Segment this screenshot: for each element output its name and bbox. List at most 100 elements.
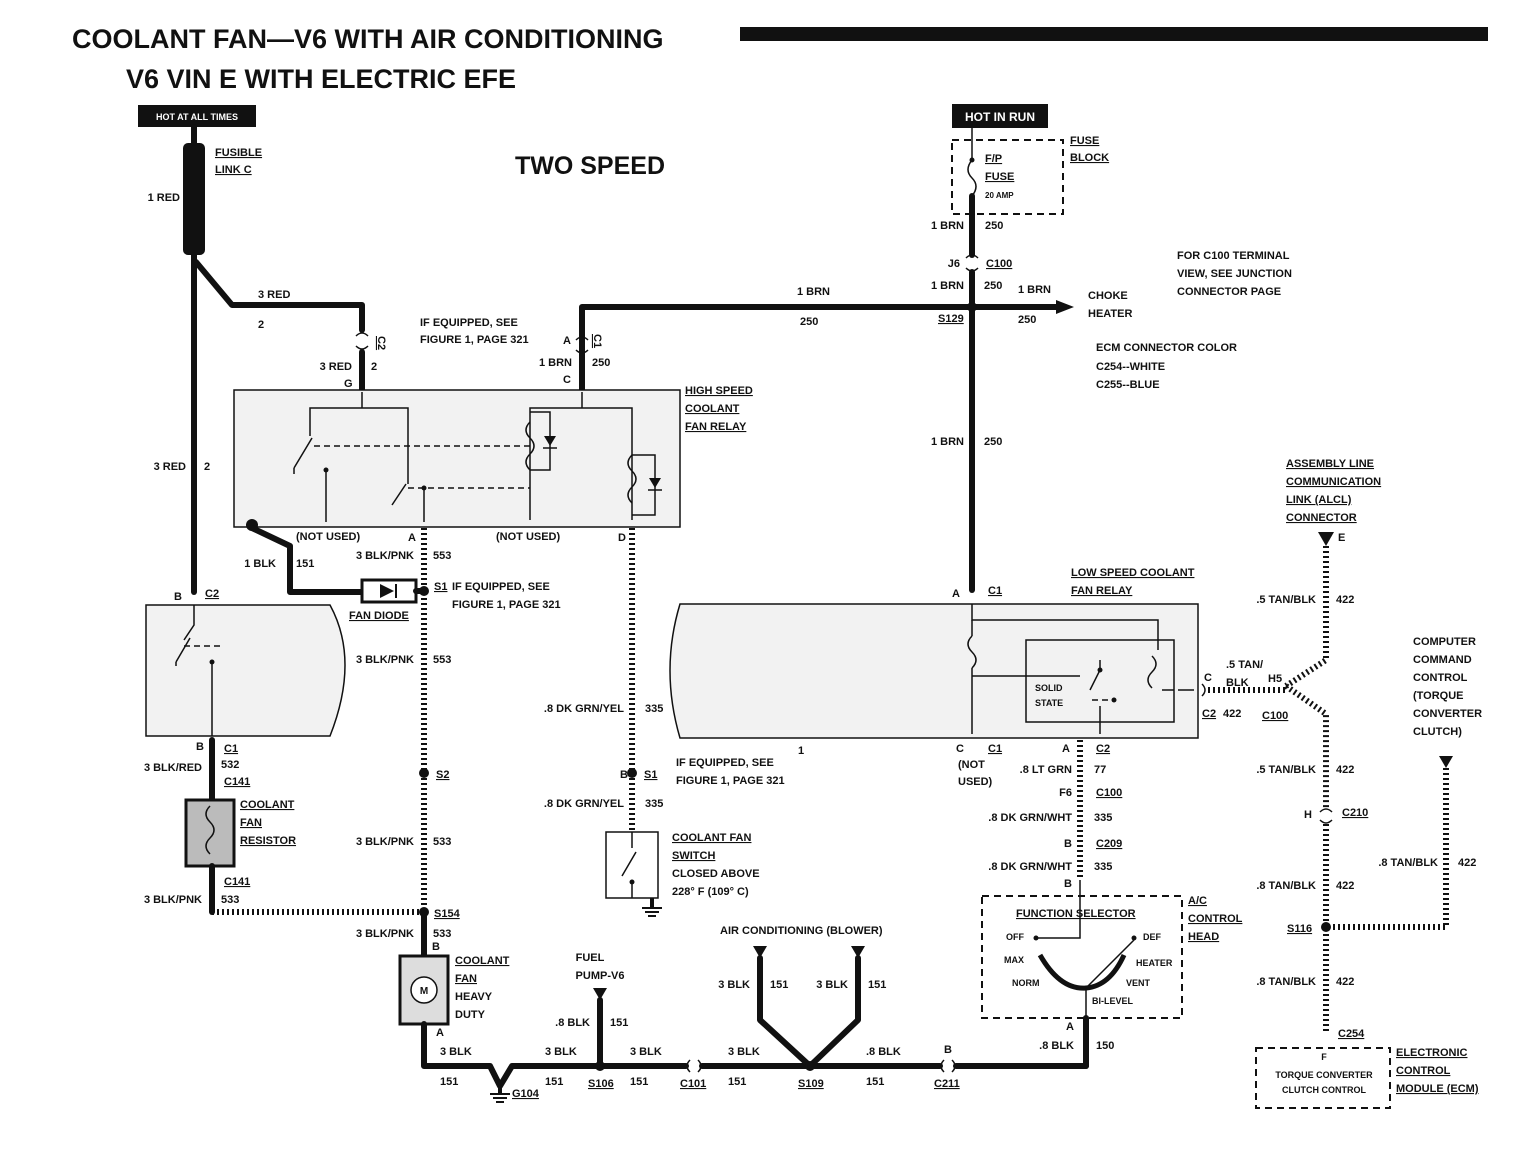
choke-heater-label-1: CHOKE: [1088, 290, 1128, 302]
pin-b-selector: B: [1064, 878, 1072, 890]
pin-a-low-c2: A: [1062, 743, 1070, 755]
alcl-label-1: ASSEMBLY LINE: [1286, 458, 1374, 470]
wire-label-553-a: 553: [433, 550, 451, 562]
splice-s1-low: [627, 768, 637, 778]
fuel-pump-label-1: FUEL: [576, 952, 605, 964]
wire-label-5tan-split-2: BLK: [1226, 677, 1249, 689]
wire-5tanblk-h: [1284, 683, 1329, 810]
connector-c1-low-bottom: C1: [988, 743, 1002, 755]
wire-label-422-e: 422: [1336, 976, 1354, 988]
blower-connector-a-icon: [753, 946, 767, 958]
wire-label-3red-g: 3 RED: [320, 361, 352, 373]
note-if-equipped-low-1: IF EQUIPPED, SEE: [676, 757, 774, 769]
splice-s1-low-label: S1: [644, 769, 657, 781]
connector-c100-right: C100: [1262, 710, 1288, 722]
wire-label-422-b: 422: [1336, 764, 1354, 776]
low-relay-left-section: [145, 604, 346, 737]
wire-label-3red-top: 3 RED: [258, 289, 290, 301]
pin-f6: F6: [1059, 787, 1072, 799]
selector-heater: HEATER: [1136, 958, 1173, 968]
ground-g104-label: G104: [512, 1088, 540, 1100]
wire-label-dkgrnwht-b: .8 DK GRN/WHT: [988, 861, 1072, 873]
fuse-block: [951, 139, 1064, 215]
fusible-link-label-1: FUSIBLE: [215, 147, 262, 159]
solid-state-label-1: SOLID: [1035, 683, 1063, 693]
switch-label-4: 228° F (109° C): [672, 886, 749, 898]
note-ecm-color-3: C255--BLUE: [1096, 379, 1160, 391]
motor-label-4: DUTY: [455, 1009, 486, 1021]
connector-c209: C209: [1096, 838, 1122, 850]
electronic-control-module: [1255, 1047, 1391, 1109]
motor-icon: [410, 976, 438, 1004]
connector-c211-label: C211: [934, 1078, 960, 1090]
pin-f-ecm: F: [1321, 1052, 1327, 1062]
pin-a-motor: A: [436, 1027, 444, 1039]
note-if-equipped-top-2: FIGURE 1, PAGE 321: [420, 334, 529, 346]
wire-label-335-d: 335: [1094, 861, 1112, 873]
wire-label-1brn-low: 1 BRN: [931, 436, 964, 448]
ecm-label-2: CONTROL: [1396, 1065, 1451, 1077]
wire-label-335-a: 335: [645, 703, 663, 715]
ccc-label-1: COMPUTER: [1413, 636, 1476, 648]
connector-c2-label: C2: [375, 336, 387, 350]
pin-j6: J6: [948, 258, 960, 270]
pin-d-high: D: [618, 532, 626, 544]
splice-s116-label: S116: [1287, 923, 1312, 935]
alcl-connector-icon: [1318, 532, 1334, 546]
selector-vent: VENT: [1126, 978, 1151, 988]
low-relay-internals: [967, 604, 1194, 734]
switch-contacts: [621, 832, 637, 898]
left-module-internals: [175, 605, 224, 736]
connector-c100-label-top: C100: [986, 258, 1012, 270]
ccc-connector-icon: [1439, 756, 1453, 768]
selector-def: DEF: [1143, 932, 1162, 942]
note-if-equipped-top-1: IF EQUIPPED, SEE: [420, 317, 518, 329]
resistor-label-1: COOLANT: [240, 799, 295, 811]
wire-label-151-b: 151: [545, 1076, 563, 1088]
pin-a-selector: A: [1066, 1021, 1074, 1033]
ccc-label-3: CONTROL: [1413, 672, 1468, 684]
ccc-label-4: (TORQUE: [1413, 690, 1464, 702]
wire-label-151-d: 151: [728, 1076, 746, 1088]
pin-c-right: C: [1204, 672, 1212, 684]
fuse-block-label-2: BLOCK: [1070, 152, 1109, 164]
air-conditioning-label: AIR CONDITIONING (BLOWER): [720, 925, 883, 937]
wire-1blk-to-diode: [249, 525, 365, 595]
wire-1brn-top-bus: [579, 304, 975, 383]
high-relay-internals: [293, 392, 662, 522]
wire-label-2-left: 2: [204, 461, 210, 473]
pin-b-c1-left: B: [196, 741, 204, 753]
wire-label-1brn-mid: 1 BRN: [797, 286, 830, 298]
svg-text:HOT IN RUN: HOT IN RUN: [965, 110, 1035, 124]
connector-c2-low-label: C2: [1096, 743, 1110, 755]
ac-control-head-label-1: A/C: [1188, 895, 1207, 907]
selector-bi-level: BI-LEVEL: [1092, 996, 1134, 1006]
wire-label-1brn-j6: 1 BRN: [931, 280, 964, 292]
blower-connector-b-icon: [851, 946, 865, 958]
wire-label-3blk-b: 3 BLK: [545, 1046, 577, 1058]
wire-3red-to-high-relay: [193, 259, 365, 333]
wire-5tanblk-alcl: [1284, 546, 1329, 689]
switch-label-3: CLOSED ABOVE: [672, 868, 760, 880]
note-c100-2: VIEW, SEE JUNCTION: [1177, 268, 1292, 280]
motor-label-1: COOLANT: [455, 955, 510, 967]
low-relay-label-2: FAN RELAY: [1071, 585, 1133, 597]
function-selector-label: FUNCTION SELECTOR: [1016, 908, 1136, 920]
wire-label-5tanblk-a: .5 TAN/BLK: [1256, 594, 1316, 606]
ccc-label-5: CONVERTER: [1413, 708, 1482, 720]
wire-label-151-a: 151: [440, 1076, 458, 1088]
connector-c2-right: [1201, 683, 1206, 697]
wire-3blk-blower: [757, 955, 861, 1069]
wire-label-151-diode: 151: [296, 558, 314, 570]
wire-label-1brn-c1: 1 BRN: [539, 357, 572, 369]
ecm-inner-1: TORQUE CONVERTER: [1275, 1070, 1373, 1080]
ccc-label-6: CLUTCH): [1413, 726, 1462, 738]
splice-s2-label: S2: [436, 769, 449, 781]
pin-b-c209: B: [1064, 838, 1072, 850]
arrow-to-choke-heater: [1056, 300, 1074, 314]
fuel-pump-label-2: PUMP-V6: [576, 970, 625, 982]
note-c100-3: CONNECTOR PAGE: [1177, 286, 1281, 298]
not-used-1: (NOT USED): [296, 531, 361, 543]
pin-a-c1: A: [563, 335, 571, 347]
connector-c2-g: [355, 332, 369, 350]
